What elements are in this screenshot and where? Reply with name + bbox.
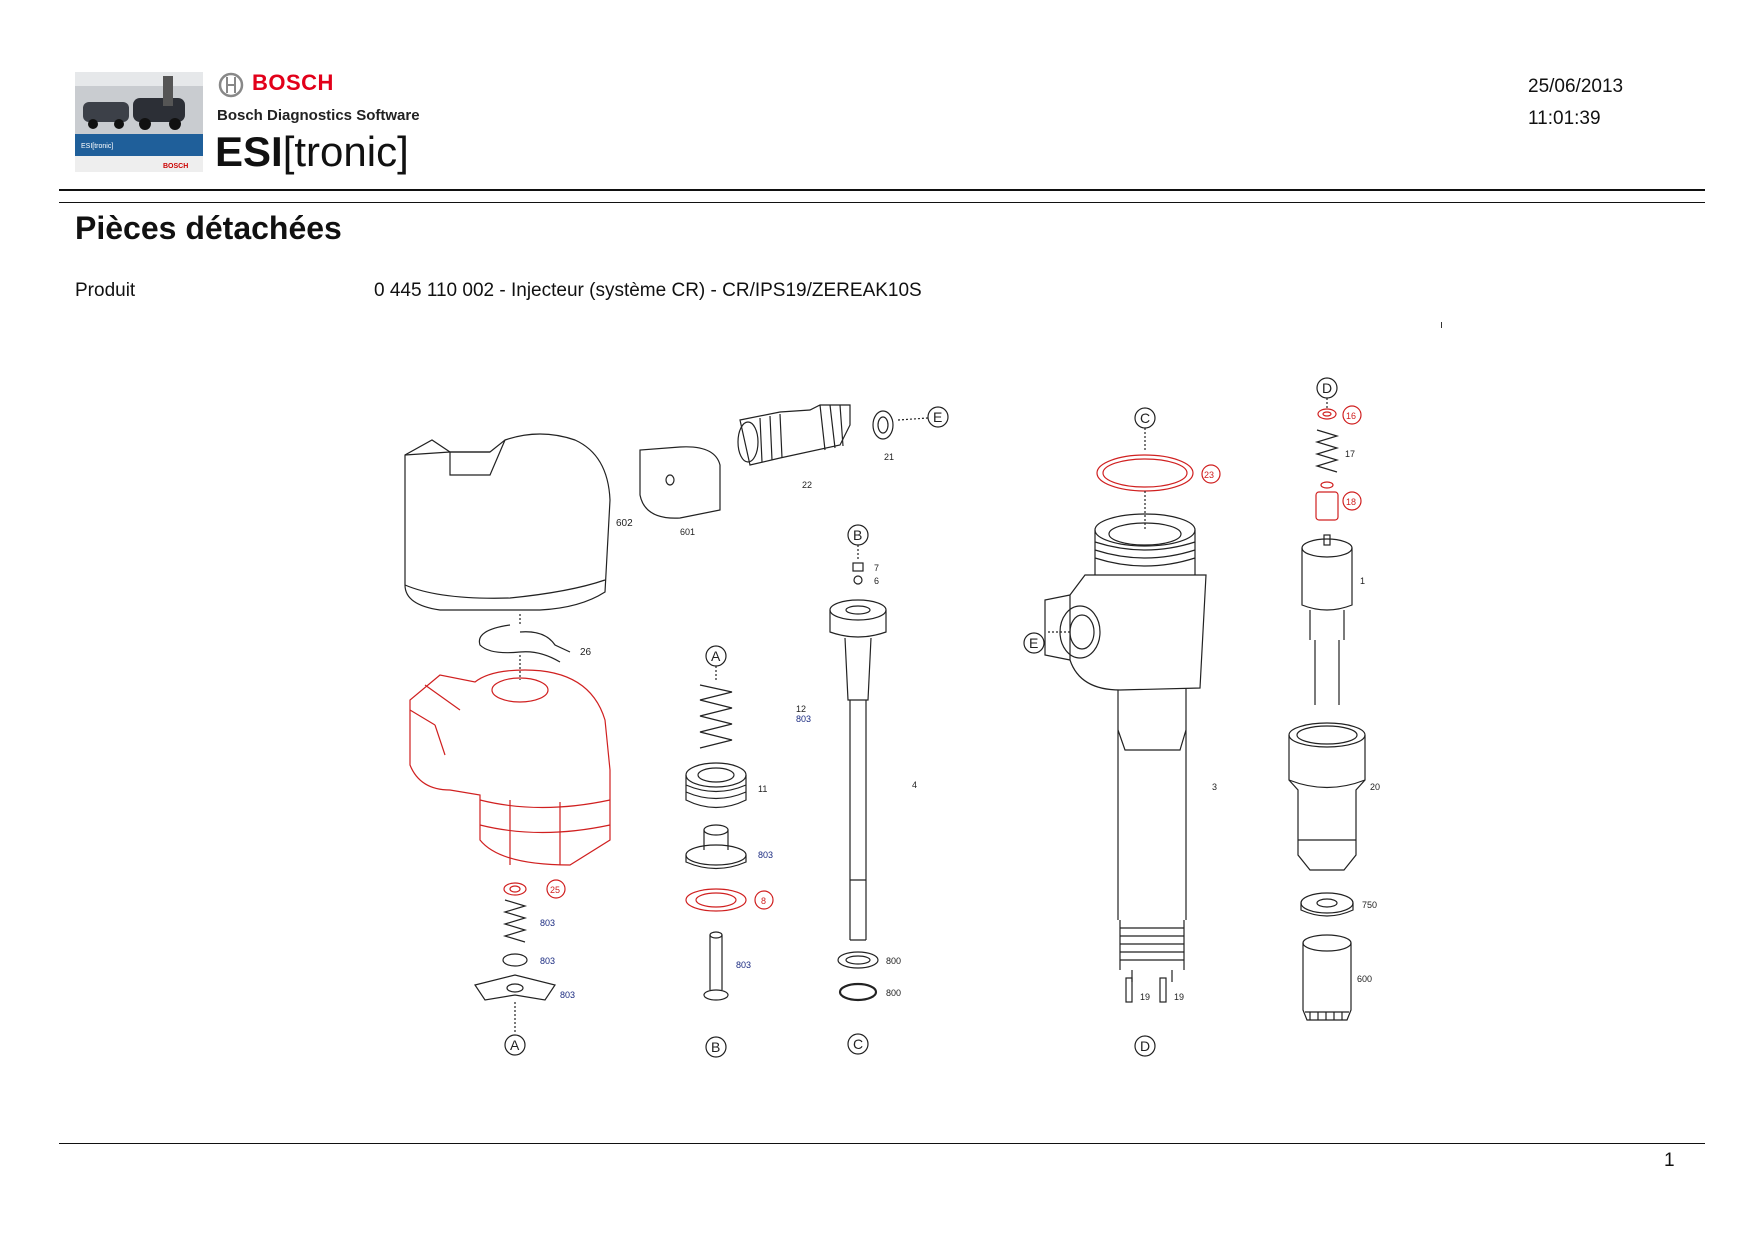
nozzle-nut-20: [1288, 722, 1366, 871]
protective-cap-600: [1302, 934, 1352, 1021]
callout-750: 750: [1362, 900, 1377, 910]
shim-8: [685, 888, 747, 912]
callout-18: 18: [1346, 497, 1356, 507]
header-divider-thin: [59, 202, 1705, 203]
page-number: 1: [1664, 1150, 1675, 1171]
marker-C-bottom: [847, 1033, 869, 1055]
spacer-18: [1315, 481, 1339, 521]
marker-E-side-label: E: [1029, 635, 1038, 651]
cover-cap-602: [404, 433, 611, 611]
bosch-brand: BOSCH: [252, 70, 334, 95]
callout-803-f: 803: [736, 960, 751, 970]
callout-803-b: 803: [540, 956, 555, 966]
marker-B-bottom: [705, 1036, 727, 1058]
marker-C-bottom-label: C: [853, 1036, 863, 1052]
product-name-bold: ESI: [215, 128, 283, 175]
clip-26: [478, 614, 571, 663]
marker-E-top-label: E: [933, 409, 942, 425]
bosch-armature-icon: [218, 72, 244, 98]
marker-B-bottom-label: B: [711, 1039, 720, 1055]
marker-E-side: [1023, 632, 1045, 654]
marker-E-top: [927, 406, 949, 428]
callout-17: 17: [1345, 449, 1355, 459]
callout-800-b: 800: [886, 988, 901, 998]
callout-25: 25: [550, 885, 560, 895]
marker-A-bottom-label: A: [510, 1037, 520, 1053]
callout-600: 600: [1357, 974, 1372, 984]
callout-21: 21: [884, 452, 894, 462]
o-ring-23: [1096, 454, 1194, 492]
marker-B-top-label: B: [853, 527, 862, 543]
callout-8: 8: [761, 896, 766, 906]
exploded-parts-diagram: 602 26 25 803 803 803 A 601: [404, 377, 1380, 1058]
callout-26: 26: [580, 647, 592, 658]
callout-803-a: 803: [540, 918, 555, 928]
shim-16: [1317, 408, 1337, 420]
valve-seat-803: [685, 824, 747, 870]
logo-thumb-label: ESI[tronic]: [81, 143, 113, 150]
callout-16: 16: [1346, 411, 1356, 421]
callout-803-d: 803: [796, 714, 811, 724]
product-name: ESI[tronic]: [215, 128, 409, 176]
print-date: 25/06/2013: [1528, 76, 1624, 97]
product-label: Produit: [75, 280, 136, 301]
marker-D-bottom: [1134, 1035, 1156, 1057]
callout-22: 22: [802, 480, 812, 490]
nut-11: [685, 762, 747, 809]
callout-803-c: 803: [560, 990, 575, 1000]
callout-601: 601: [680, 527, 695, 537]
callout-7: 7: [874, 563, 879, 573]
callout-23: 23: [1204, 470, 1214, 480]
callout-11: 11: [758, 784, 767, 794]
ring-800-b: [838, 982, 878, 1002]
callout-6: 6: [874, 576, 879, 586]
logo-thumb-brand: BOSCH: [163, 163, 188, 170]
software-name: Bosch Diagnostics Software: [217, 107, 420, 124]
marker-D-bottom-label: D: [1140, 1038, 1150, 1054]
spring-17: [1314, 429, 1340, 473]
callout-12: 12: [796, 704, 806, 714]
ball-6: [853, 575, 863, 585]
nozzle-1: [1301, 534, 1353, 705]
callout-19-a: 19: [1140, 992, 1150, 1002]
spring-12: [699, 684, 733, 749]
esitronic-logo-image: ESI[tronic] BOSCH: [75, 72, 203, 172]
marker-D-top-label: D: [1322, 380, 1332, 396]
callout-19-b: 19: [1174, 992, 1184, 1002]
marker-A-bottom: [504, 1034, 526, 1056]
seal-21: [872, 410, 894, 440]
tick-mark: [1441, 322, 1442, 328]
callout-20: 20: [1370, 782, 1380, 792]
washer-750: [1300, 892, 1354, 917]
shim-25: [503, 882, 527, 896]
solenoid-valve: [409, 669, 611, 866]
marker-A-top-label: A: [711, 648, 721, 664]
callout-602: 602: [616, 518, 633, 529]
fitting-22: [737, 404, 851, 466]
callout-800-a: 800: [886, 956, 901, 966]
injector-body-3: [1044, 513, 1207, 982]
sleeve-601: [639, 446, 721, 519]
product-name-bracket: [tronic]: [282, 128, 409, 175]
print-time: 11:01:39: [1528, 108, 1601, 129]
washer-803: [502, 953, 528, 967]
callout-803-e: 803: [758, 850, 773, 860]
pin-803: [703, 931, 729, 1001]
product-value: 0 445 110 002 - Injecteur (système CR) -…: [374, 280, 922, 301]
callout-4: 4: [912, 780, 917, 790]
pin-7: [852, 562, 864, 572]
ring-800-a: [837, 951, 879, 969]
page-title: Pièces détachées: [75, 210, 342, 246]
callout-3: 3: [1212, 782, 1217, 792]
valve-piston-4: [829, 599, 887, 941]
header-divider: [59, 189, 1705, 191]
armature-803: [474, 974, 556, 1001]
pins-19: [1125, 977, 1167, 1003]
spring-803: [502, 899, 528, 943]
document-header: ESI[tronic] BOSCH BOSCH Bosch Diagnostic…: [0, 0, 1754, 200]
footer-divider: [59, 1143, 1705, 1144]
marker-C-top-label: C: [1140, 410, 1150, 426]
callout-1: 1: [1360, 576, 1365, 586]
